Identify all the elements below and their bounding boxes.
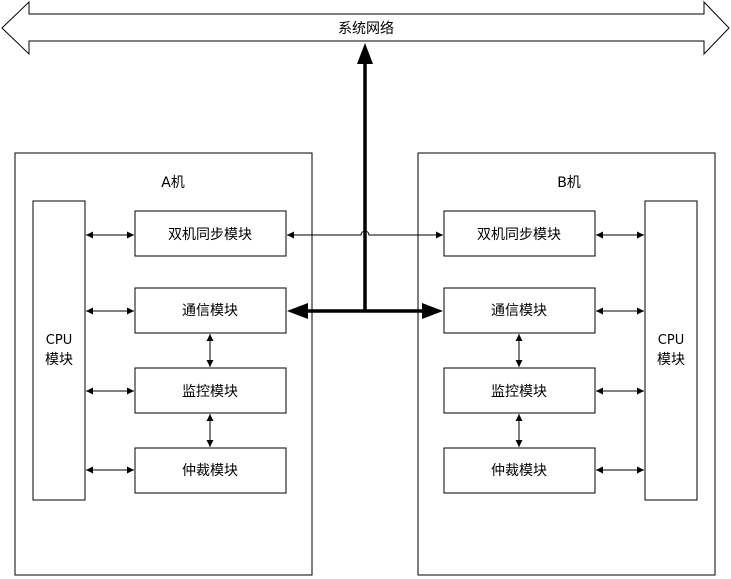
machine-a-comm-module xyxy=(134,287,287,334)
machine-b-cpu-box xyxy=(644,200,698,501)
machine-b-arbitration-label: 仲裁模块 xyxy=(491,463,547,479)
machine-a-cpu-line1: CPU xyxy=(46,333,72,348)
comm-link-arrowhead-left xyxy=(287,303,308,319)
machine-b-sync-module xyxy=(443,210,596,257)
machine-a-arbitration-label: 仲裁模块 xyxy=(182,463,238,479)
machine-b-comm-label: 通信模块 xyxy=(491,303,547,319)
network-label: 系统网络 xyxy=(338,21,394,37)
machine-b-cpu-line2: 模块 xyxy=(657,352,685,368)
machine-a-sync-module xyxy=(134,210,287,257)
comm-link-arrowhead-right xyxy=(422,303,443,319)
machine-a-sync-label: 双机同步模块 xyxy=(168,227,252,243)
machine-b-title: B机 xyxy=(557,175,581,191)
machine-b-sync-label: 双机同步模块 xyxy=(477,227,561,243)
machine-b-cpu-line1: CPU xyxy=(658,333,684,348)
machine-a-cpu-box xyxy=(32,200,86,501)
machine-b-box xyxy=(417,152,716,576)
machine-a-box xyxy=(14,152,313,576)
machine-a-comm-label: 通信模块 xyxy=(182,303,238,319)
machine-a-monitor-label: 监控模块 xyxy=(182,384,238,400)
machine-a-cpu-line2: 模块 xyxy=(45,352,73,368)
network-bus-arrow xyxy=(1,0,730,56)
machine-b-arbitration-module xyxy=(443,447,596,494)
machine-a-monitor-module xyxy=(134,367,287,414)
network-trunk-arrowhead xyxy=(357,43,373,64)
machine-a-arbitration-module xyxy=(134,447,287,494)
machine-b-comm-module xyxy=(443,287,596,334)
machine-a-title: A机 xyxy=(161,175,185,191)
machine-b-monitor-module xyxy=(443,367,596,414)
machine-b-monitor-label: 监控模块 xyxy=(491,384,547,400)
